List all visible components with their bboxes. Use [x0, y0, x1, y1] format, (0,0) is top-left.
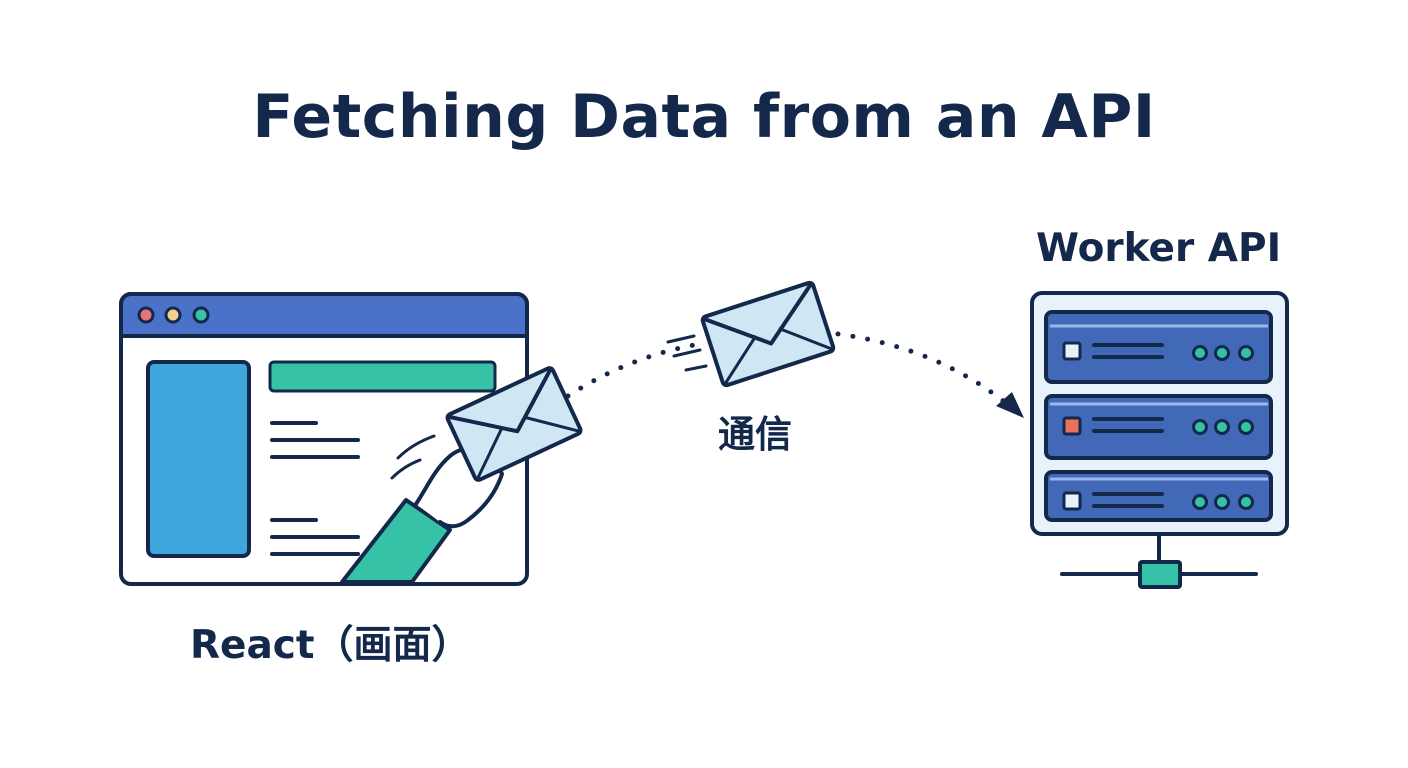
envelope-icon	[445, 366, 583, 482]
server-unit-1	[1044, 310, 1273, 384]
envelope-icon	[700, 280, 836, 388]
header-bar	[268, 360, 497, 393]
motion-lines	[666, 334, 708, 372]
server-unit-2	[1044, 394, 1273, 460]
server-unit-3	[1044, 470, 1273, 522]
connection-label: 通信	[718, 413, 792, 456]
client-label: React（画面）	[190, 623, 471, 668]
connection-arrow	[565, 331, 1024, 418]
window-dots	[137, 306, 210, 324]
network-icon	[1060, 534, 1258, 589]
server-label: Worker API	[1036, 226, 1282, 271]
server-rack-icon	[1030, 291, 1289, 536]
diagram-title: Fetching Data from an API	[252, 82, 1156, 152]
sidebar-panel	[146, 360, 251, 558]
content-lines	[270, 421, 360, 556]
arrowhead-icon	[996, 392, 1024, 418]
